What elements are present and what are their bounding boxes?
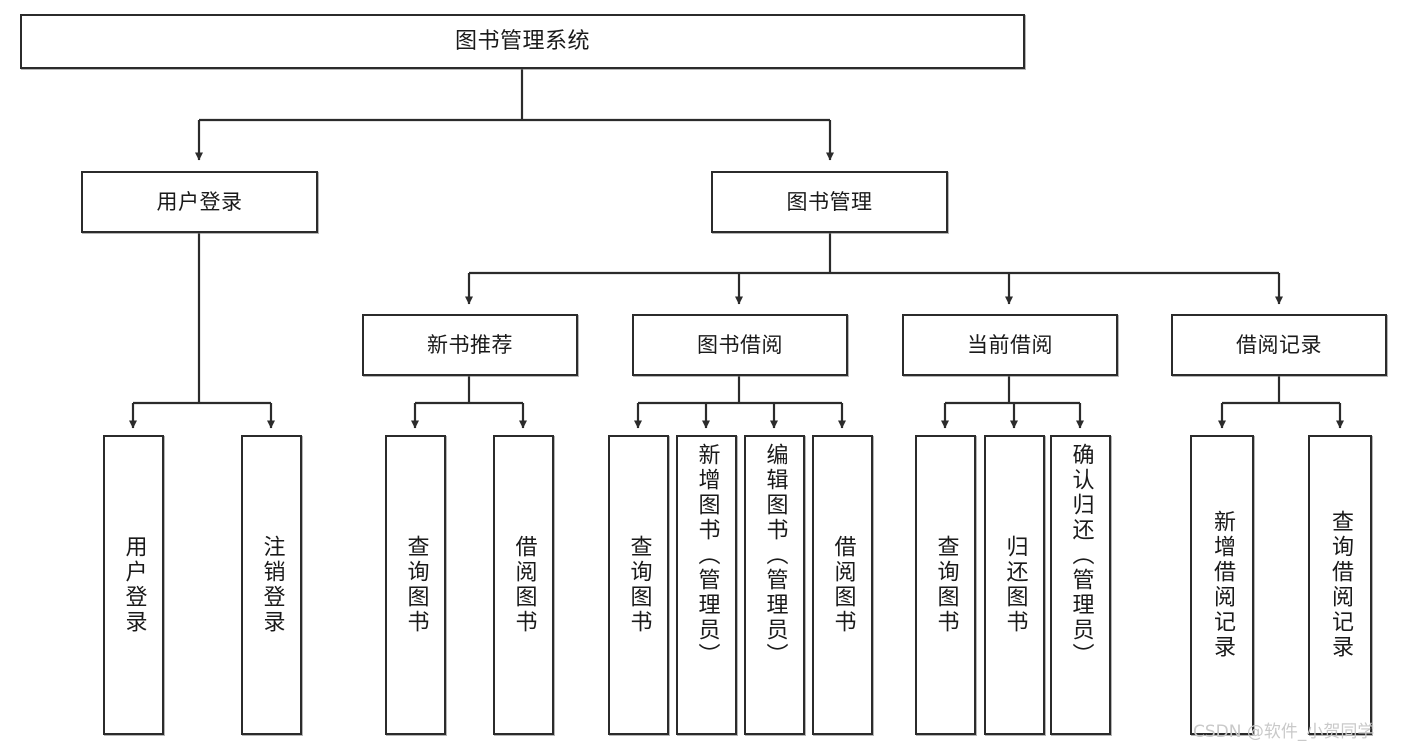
node-label: 用户登录	[156, 189, 243, 214]
node-user-login[interactable]: 用户登录	[81, 171, 318, 233]
node-book-borrow[interactable]: 图书借阅	[632, 314, 848, 376]
leaf-user-login-login[interactable]: 用户登录	[103, 435, 164, 735]
node-label: 编辑图书（管理员）	[762, 443, 788, 668]
node-label: 图书借阅	[697, 332, 783, 357]
node-label: 查询图书	[933, 535, 959, 635]
leaf-new-book-query-book[interactable]: 查询图书	[385, 435, 446, 735]
node-label: 当前借阅	[967, 332, 1053, 357]
node-label: 归还图书	[1002, 535, 1028, 635]
leaf-book-borrow-borrow-book[interactable]: 借阅图书	[812, 435, 873, 735]
node-label: 借阅图书	[830, 535, 856, 635]
node-book-management[interactable]: 图书管理	[711, 171, 948, 233]
node-label: 确认归还（管理员）	[1068, 443, 1094, 668]
node-label: 新增图书（管理员）	[694, 443, 720, 668]
csdn-watermark: CSDN @软件_小贺同学	[1193, 722, 1375, 742]
leaf-borrow-record-query-record[interactable]: 查询借阅记录	[1308, 435, 1372, 735]
node-label: 新书推荐	[427, 332, 513, 357]
node-label: 新增借阅记录	[1210, 510, 1235, 660]
leaf-book-borrow-edit-book-admin[interactable]: 编辑图书（管理员）	[744, 435, 805, 735]
leaf-current-borrow-confirm-return-admin[interactable]: 确认归还（管理员）	[1050, 435, 1111, 735]
leaf-current-borrow-return-book[interactable]: 归还图书	[984, 435, 1045, 735]
node-label: 查询借阅记录	[1328, 510, 1353, 660]
leaf-book-borrow-add-book-admin[interactable]: 新增图书（管理员）	[676, 435, 737, 735]
leaf-borrow-record-add-record[interactable]: 新增借阅记录	[1190, 435, 1254, 735]
node-label: 用户登录	[121, 535, 147, 635]
node-label: 图书管理系统	[454, 28, 590, 54]
leaf-user-login-logout[interactable]: 注销登录	[241, 435, 302, 735]
leaf-new-book-borrow-book[interactable]: 借阅图书	[493, 435, 554, 735]
node-label: 借阅记录	[1236, 332, 1322, 357]
node-root-book-management-system[interactable]: 图书管理系统	[20, 14, 1025, 69]
node-label: 注销登录	[259, 535, 285, 635]
leaf-current-borrow-query-book[interactable]: 查询图书	[915, 435, 976, 735]
node-borrow-record[interactable]: 借阅记录	[1171, 314, 1387, 376]
node-label: 图书管理	[786, 189, 873, 214]
node-label: 查询图书	[403, 535, 429, 635]
node-label: 借阅图书	[511, 535, 537, 635]
node-new-book-recommend[interactable]: 新书推荐	[362, 314, 578, 376]
node-label: 查询图书	[626, 535, 652, 635]
node-current-borrow[interactable]: 当前借阅	[902, 314, 1118, 376]
leaf-book-borrow-query-book[interactable]: 查询图书	[608, 435, 669, 735]
